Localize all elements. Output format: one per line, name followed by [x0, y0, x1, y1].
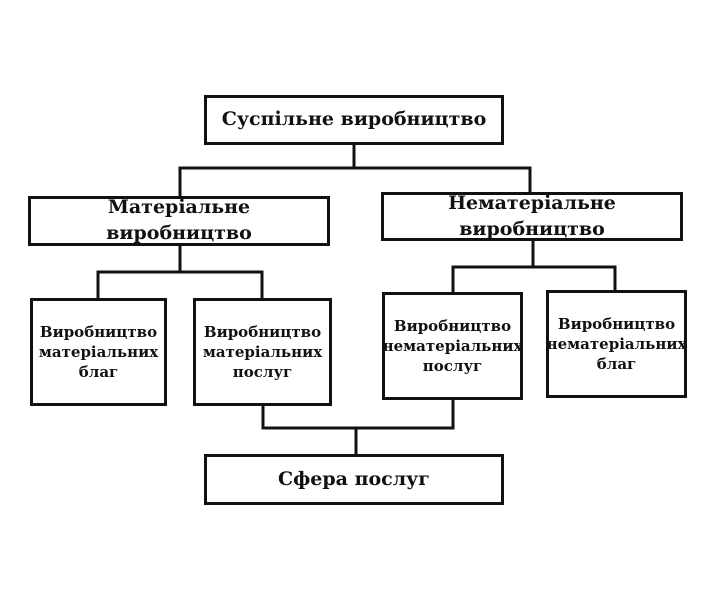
node-label: Виробництво матеріальних послуг: [202, 322, 323, 382]
node-label: Виробництво нематеріальних послуг: [382, 316, 523, 376]
node-label: Нематеріальне виробництво: [448, 191, 616, 240]
node-label: Суспільне виробництво: [221, 108, 487, 131]
node-social-production: Суспільне виробництво: [204, 95, 504, 145]
node-label: Матеріальне виробництво: [106, 196, 252, 244]
node-nonmaterial-services: Виробництво нематеріальних послуг: [382, 292, 523, 400]
node-services-sphere: Сфера послуг: [204, 454, 504, 505]
node-material-services: Виробництво матеріальних послуг: [193, 298, 332, 406]
node-label: Сфера послуг: [278, 467, 430, 490]
node-label: Виробництво нематеріальних благ: [546, 314, 687, 374]
node-nonmaterial-production: Нематеріальне виробництво: [381, 192, 683, 241]
node-nonmaterial-goods: Виробництво нематеріальних благ: [546, 290, 687, 398]
node-material-goods: Виробництво матеріальних благ: [30, 298, 167, 406]
node-label: Виробництво матеріальних благ: [38, 322, 159, 382]
node-material-production: Матеріальне виробництво: [28, 196, 330, 246]
